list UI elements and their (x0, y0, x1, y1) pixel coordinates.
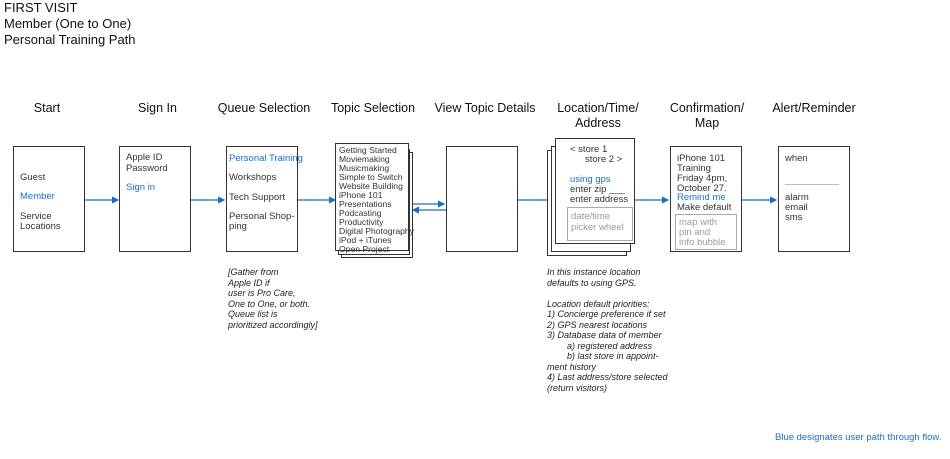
sign-in-screen: Apple ID Password Sign in (119, 146, 191, 252)
alarm-option[interactable]: alarm (785, 192, 809, 203)
service-locations-option-line-2[interactable]: Locations (20, 221, 61, 232)
confirmation-line-3: Friday 4pm, (677, 173, 728, 184)
confirmation-line-2: Training (677, 163, 711, 174)
step-label-sign-in: Sign In (138, 101, 177, 115)
apple-id-field[interactable]: Apple ID (126, 152, 163, 163)
email-option[interactable]: email (785, 202, 808, 213)
topic-item[interactable]: Website Building (339, 181, 403, 191)
queue-personal-training[interactable]: Personal Training (229, 153, 303, 164)
queue-workshops[interactable]: Workshops (229, 172, 277, 183)
queue-selection-screen: Personal Training Workshops Tech Support… (226, 146, 303, 252)
map-placeholder[interactable]: map with pin and info bubble (675, 214, 737, 250)
topic-item[interactable]: Getting Started (339, 145, 397, 155)
topic-item[interactable]: Simple to Switch (339, 172, 403, 182)
map-label-line-3: info bubble (679, 237, 726, 248)
step-label-confirmation-line-2: Map (694, 116, 720, 130)
topic-item[interactable]: iPhone 101 (339, 190, 383, 200)
sms-option[interactable]: sms (785, 212, 803, 223)
map-label-line-2: pin and (679, 227, 711, 238)
queue-personal-shopping-line-2[interactable]: ping (229, 221, 247, 232)
step-label-queue-selection: Queue Selection (217, 101, 311, 115)
confirmation-line-4: October 27. (677, 183, 727, 194)
topic-item[interactable]: Moviemaking (339, 154, 390, 164)
store-1-selector[interactable]: < store 1 (570, 144, 608, 155)
legend-note: Blue designates user path through flow. (775, 432, 942, 443)
step-label-alert-reminder: Alert/Reminder (772, 101, 856, 115)
remind-me-button[interactable]: Remind me (677, 192, 726, 203)
using-gps-option[interactable]: using gps (570, 174, 611, 185)
make-default-button[interactable]: Make default (677, 202, 732, 213)
diagram-title-line-1: FIRST VISIT (4, 0, 78, 15)
step-label-location-line-2: Address (575, 116, 621, 130)
picker-label-line-1: date/time (571, 211, 611, 222)
topic-item[interactable]: Open Project (339, 244, 390, 254)
step-label-topic-selection: Topic Selection (330, 101, 416, 115)
queue-tech-support[interactable]: Tech Support (229, 192, 285, 203)
topic-details-screen (446, 146, 518, 252)
enter-address-field[interactable]: enter address (570, 194, 629, 205)
picker-label-line-2: picker wheel (571, 222, 624, 233)
topic-item[interactable]: Podcasting (339, 208, 382, 218)
step-label-confirmation-line-1: Confirmation/ (669, 101, 745, 115)
topic-item[interactable]: Productivity (339, 217, 384, 227)
step-label-view-topic-details: View Topic Details (434, 101, 536, 115)
store-2-selector[interactable]: store 2 > (585, 154, 623, 165)
topic-item[interactable]: Musicmaking (339, 163, 390, 173)
map-label-line-1: map with (679, 217, 718, 228)
alert-reminder-screen: when alarm email sms (778, 146, 850, 252)
date-time-picker-wheel[interactable]: date/time picker wheel (567, 207, 633, 241)
when-field[interactable]: when (785, 153, 808, 164)
diagram-title-line-2: Member (One to One) (4, 16, 132, 31)
sign-in-button[interactable]: Sign in (126, 182, 156, 193)
topic-item[interactable]: Digital Photography (339, 226, 415, 236)
service-locations-option-line-1[interactable]: Service (20, 211, 52, 222)
location-note: In this instance location defaults to us… (547, 267, 668, 393)
confirmation-line-1: iPhone 101 (677, 153, 726, 164)
enter-zip-field[interactable]: enter zip ___ (570, 184, 625, 195)
confirmation-screen: iPhone 101 Training Friday 4pm, October … (670, 146, 742, 252)
step-label-location-line-1: Location/Time/ (557, 101, 639, 115)
when-input-underline (785, 184, 839, 185)
topic-item[interactable]: Presentations (339, 199, 392, 209)
queue-personal-shopping-line-1[interactable]: Personal Shop- (229, 211, 295, 222)
start-screen: Guest Member Service Locations (13, 146, 85, 252)
diagram-title-line-3: Personal Training Path (4, 32, 136, 47)
queue-selection-note: [Gather from Apple ID if user is Pro Car… (228, 267, 318, 330)
password-field[interactable]: Password (126, 163, 168, 174)
guest-option[interactable]: Guest (20, 172, 46, 183)
step-label-start: Start (33, 101, 61, 115)
topic-item[interactable]: iPod + iTunes (339, 235, 392, 245)
location-screen: < store 1 store 2 > using gps enter zip … (555, 138, 635, 244)
member-option[interactable]: Member (20, 191, 55, 202)
